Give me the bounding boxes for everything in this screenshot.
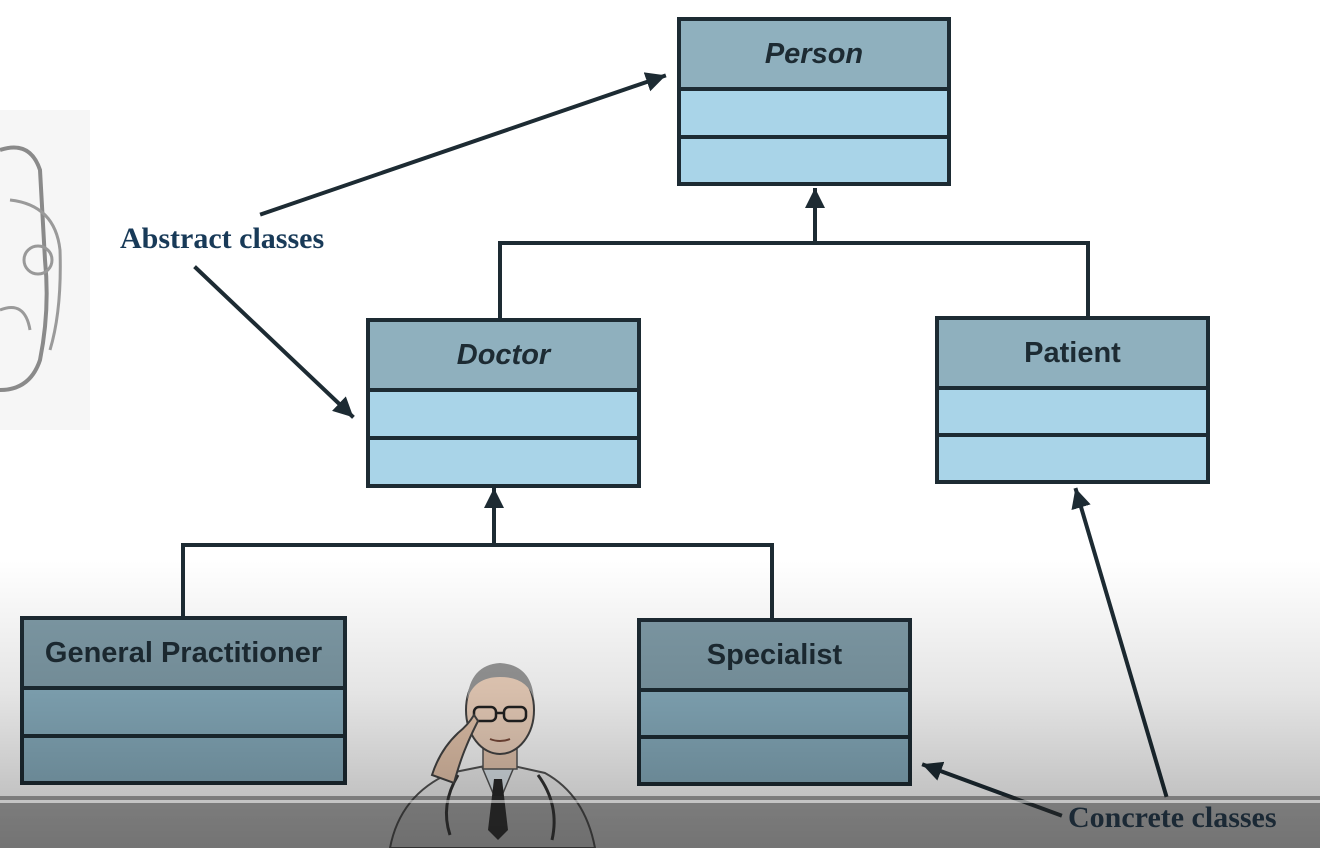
class-specialist: Specialist	[637, 618, 912, 786]
class-doctor-methods	[370, 440, 637, 484]
concrete-pointer-specialist	[921, 761, 1063, 818]
class-doctor-name: Doctor	[370, 322, 637, 388]
class-patient-methods	[939, 437, 1206, 480]
class-person: Person	[677, 17, 951, 186]
concrete-pointer-patient	[1071, 487, 1169, 798]
class-person-name: Person	[681, 21, 947, 87]
abstract-pointer-person	[259, 72, 667, 217]
concrete-classes-label: Concrete classes	[1068, 801, 1277, 834]
class-person-attributes	[681, 91, 947, 135]
class-general-practitioner-methods	[24, 737, 343, 781]
abstract-pointer-doctor	[193, 265, 355, 419]
class-patient-attributes	[939, 390, 1206, 433]
class-patient: Patient	[935, 316, 1210, 484]
class-general-practitioner-attributes	[24, 690, 343, 734]
class-doctor: Doctor	[366, 318, 641, 488]
class-person-methods	[681, 138, 947, 182]
class-doctor-attributes	[370, 392, 637, 436]
scribble-sketch-icon	[0, 110, 90, 430]
class-specialist-attributes	[641, 692, 908, 735]
class-specialist-methods	[641, 739, 908, 782]
abstract-classes-label: Abstract classes	[120, 222, 325, 255]
class-general-practitioner: General Practitioner	[20, 616, 347, 785]
class-general-practitioner-name: General Practitioner	[24, 620, 343, 686]
doctor-illustration-icon	[388, 663, 597, 848]
class-specialist-name: Specialist	[641, 622, 908, 688]
class-patient-name: Patient	[939, 320, 1206, 386]
